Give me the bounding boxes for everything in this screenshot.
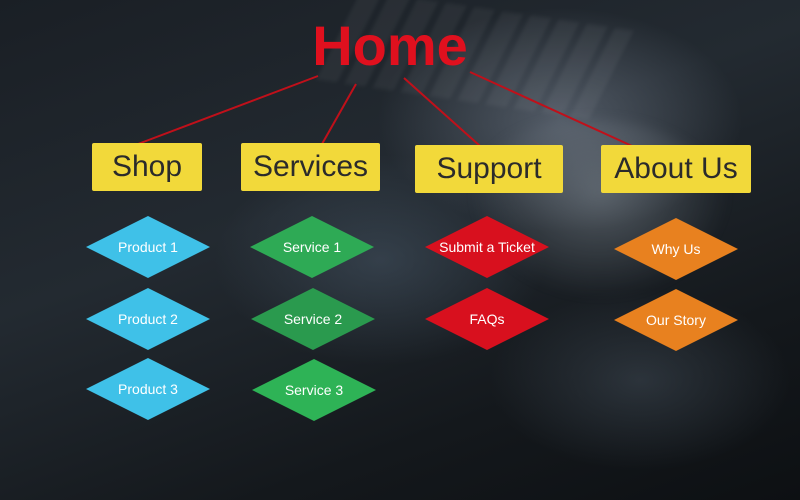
services-item-service-2[interactable]: Service 2 <box>251 288 375 350</box>
shop-item-product-2[interactable]: Product 2 <box>86 288 210 350</box>
support-item-faqs[interactable]: FAQs <box>425 288 549 350</box>
item-label: Our Story <box>646 312 706 328</box>
category-services[interactable]: Services <box>241 143 380 191</box>
item-label: Product 1 <box>118 239 178 255</box>
home-title[interactable]: Home <box>312 13 468 77</box>
services-item-service-3[interactable]: Service 3 <box>252 359 376 421</box>
category-shop[interactable]: Shop <box>92 143 202 191</box>
item-label: Product 2 <box>118 311 178 327</box>
item-label: Service 3 <box>284 382 344 398</box>
services-item-service-1[interactable]: Service 1 <box>250 216 374 278</box>
support-item-submit-ticket[interactable]: Submit a Ticket <box>425 216 549 278</box>
category-support[interactable]: Support <box>415 145 563 193</box>
item-label: Service 1 <box>282 239 342 255</box>
connector-services <box>321 83 357 145</box>
category-about-us[interactable]: About Us <box>601 145 751 193</box>
item-label: FAQs <box>469 311 505 327</box>
connector-support <box>403 77 481 147</box>
shop-item-product-1[interactable]: Product 1 <box>86 216 210 278</box>
about-item-our-story[interactable]: Our Story <box>614 289 738 351</box>
shop-item-product-3[interactable]: Product 3 <box>86 358 210 420</box>
item-label: Product 3 <box>118 381 178 397</box>
about-item-why-us[interactable]: Why Us <box>614 218 738 280</box>
item-label: Why Us <box>651 241 701 257</box>
item-label: Service 2 <box>283 311 343 327</box>
connector-shop <box>137 75 319 145</box>
connector-about <box>469 71 633 147</box>
item-label: Submit a Ticket <box>439 239 535 255</box>
